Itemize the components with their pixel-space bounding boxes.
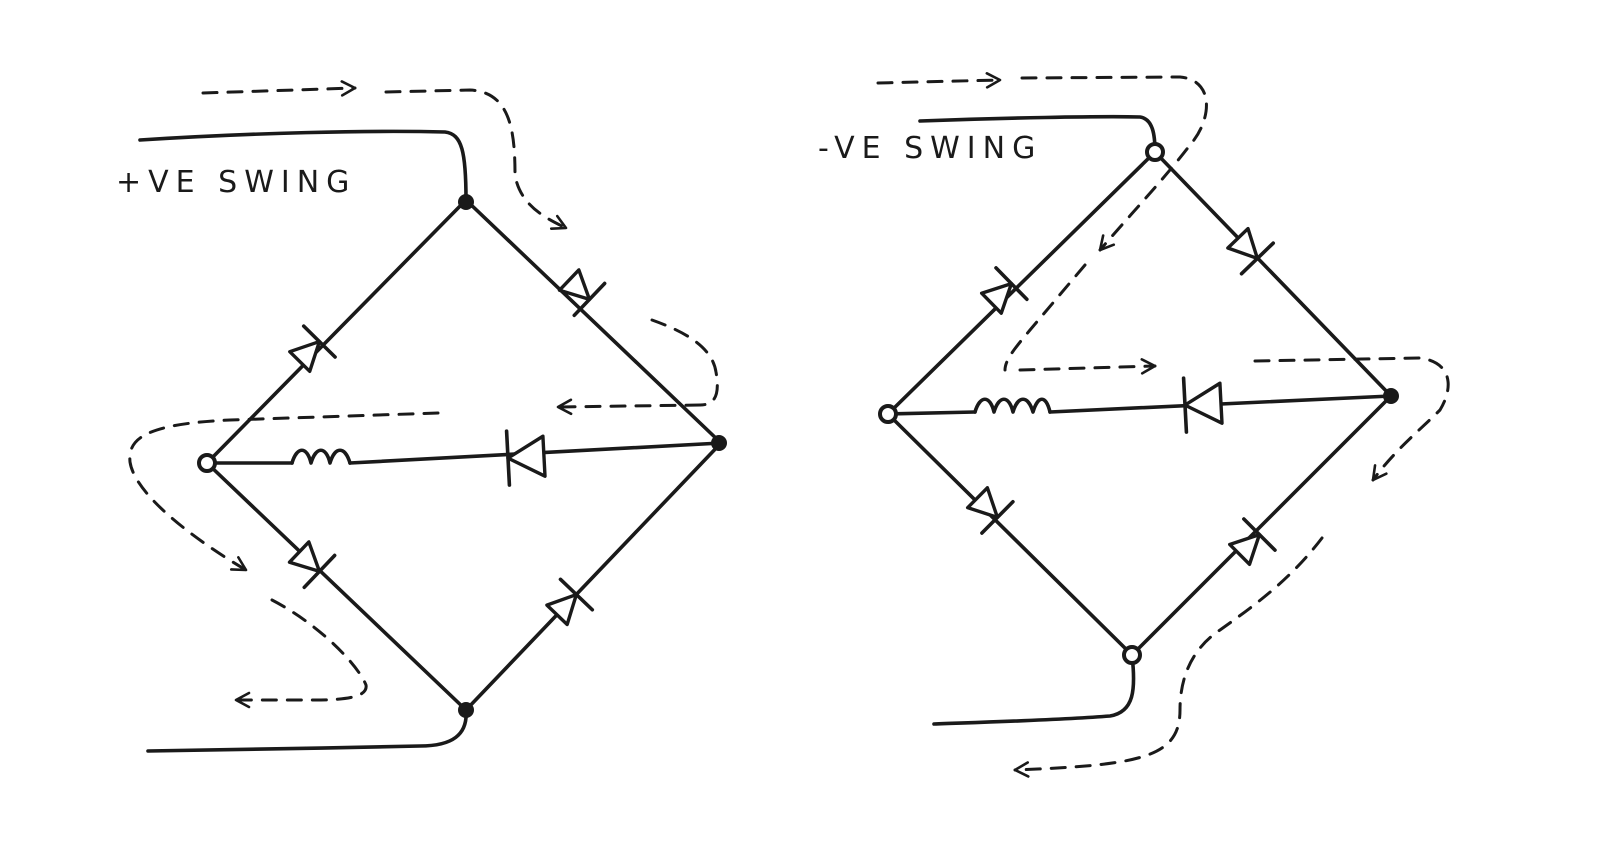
diode-top-left [288, 324, 337, 374]
flow-arrow-6 [1013, 536, 1324, 778]
flow-arrow-1 [876, 72, 1002, 89]
current-flow-path [128, 80, 719, 709]
diode-top-left [979, 266, 1029, 315]
bridge-edge-bottom-right [464, 441, 723, 712]
node-right [1383, 388, 1399, 404]
flow-arrow-5 [1253, 356, 1450, 482]
node-top [458, 194, 474, 210]
load-resistor [973, 397, 1052, 414]
output-lead [146, 708, 468, 753]
ink-layer: +VE SWING [116, 72, 1450, 778]
flow-segment-3 [1003, 263, 1087, 372]
bridge-edge-top-right [464, 198, 723, 445]
negative-swing-diagram: -VE SWING [818, 72, 1450, 778]
node-right [711, 435, 727, 451]
flow-arrow-2 [384, 88, 568, 231]
diode-bottom-right [545, 577, 595, 627]
load-wire-left [886, 410, 977, 416]
flow-arrow-4 [1018, 358, 1157, 375]
load-resistor [290, 448, 352, 465]
diode-top-right [557, 268, 607, 318]
flow-arrow-5 [128, 411, 440, 572]
node-left [197, 453, 217, 473]
positive-swing-diagram: +VE SWING [116, 80, 727, 753]
diode-bottom-left [965, 486, 1015, 535]
bridge-edge-bottom-left [205, 461, 468, 712]
diode-centre-load [504, 429, 547, 487]
bridge-edge-bottom-right [1130, 394, 1393, 657]
input-lead [918, 114, 1157, 154]
node-top [1145, 142, 1165, 162]
output-lead [932, 653, 1136, 726]
node-bottom [1122, 645, 1142, 665]
diode-centre-load [1181, 376, 1224, 434]
positive-swing-label: +VE SWING [116, 165, 356, 200]
diode-bottom-left [287, 540, 337, 590]
node-bottom [458, 702, 474, 718]
diode-top-right [1226, 226, 1276, 276]
bridge-edge-top-left [205, 198, 468, 465]
negative-swing-label: -VE SWING [818, 131, 1042, 166]
node-left [878, 404, 898, 424]
current-flow-path [876, 72, 1450, 778]
diode-bottom-right [1228, 517, 1277, 566]
bridge-edge-bottom-left [886, 412, 1134, 657]
flow-arrow-1 [201, 80, 357, 97]
flow-arrow-4 [556, 398, 702, 416]
flow-arrow-6 [234, 598, 368, 709]
flow-segment-3 [650, 318, 719, 407]
bridge-edge-top-right [1153, 150, 1393, 398]
bridge-edge-top-left [886, 150, 1157, 416]
input-lead [138, 129, 468, 202]
flow-arrow-2 [1020, 75, 1208, 252]
